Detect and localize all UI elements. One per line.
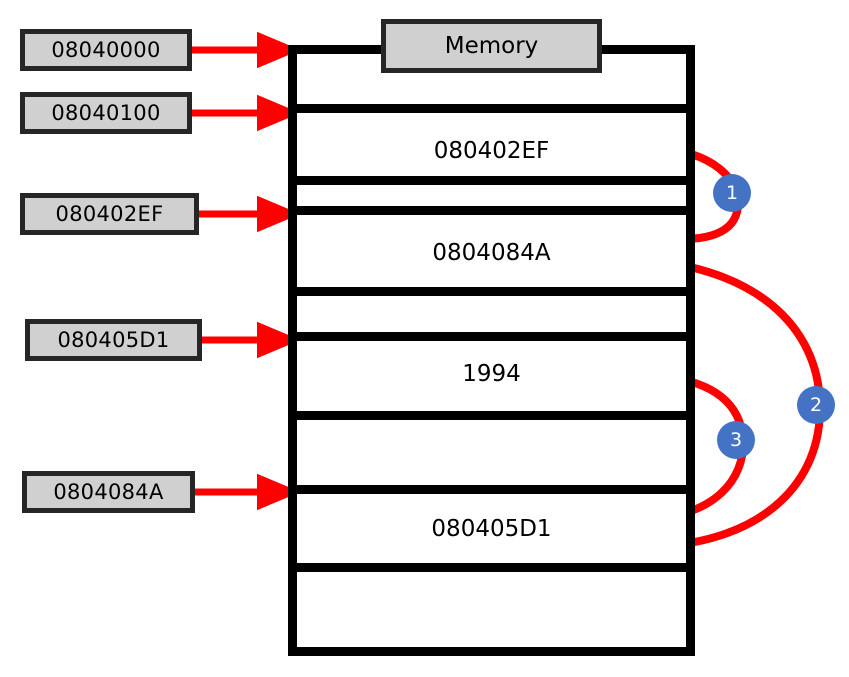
address-label-text: 0804084A bbox=[53, 480, 164, 504]
address-label-0804084A: 0804084A bbox=[22, 471, 195, 513]
memory-divider-2 bbox=[288, 176, 695, 185]
memory-divider-7 bbox=[288, 485, 695, 494]
step-arrow-1 bbox=[635, 144, 743, 261]
memory-cell-value-4: 0804084A bbox=[432, 240, 551, 266]
step-badge-3: 3 bbox=[717, 421, 755, 459]
address-label-text: 08040100 bbox=[51, 101, 161, 125]
step-badge-2: 2 bbox=[797, 386, 835, 424]
address-label-080405D1: 080405D1 bbox=[25, 319, 202, 361]
step-badge-label: 1 bbox=[725, 182, 739, 204]
address-label-08040100: 08040100 bbox=[20, 92, 192, 134]
memory-divider-5 bbox=[288, 332, 695, 341]
address-label-08040000: 08040000 bbox=[20, 29, 192, 71]
memory-divider-3 bbox=[288, 206, 695, 215]
memory-divider-8 bbox=[288, 563, 695, 572]
address-label-text: 080405D1 bbox=[57, 328, 170, 352]
memory-cell-value-8: 080405D1 bbox=[431, 516, 552, 542]
address-label-text: 080402EF bbox=[55, 202, 164, 226]
memory-cell-value-2: 080402EF bbox=[433, 138, 550, 164]
step-badge-1: 1 bbox=[713, 174, 751, 212]
memory-divider-4 bbox=[288, 287, 695, 296]
memory-divider-1 bbox=[288, 104, 695, 113]
address-label-080402EF: 080402EF bbox=[20, 193, 199, 235]
step-badge-label: 2 bbox=[809, 394, 823, 416]
memory-cell-value-6: 1994 bbox=[462, 361, 521, 387]
memory-title-label: Memory bbox=[444, 33, 539, 59]
address-label-text: 08040000 bbox=[51, 38, 161, 62]
memory-title-chip: Memory bbox=[381, 19, 602, 73]
step-badge-label: 3 bbox=[729, 429, 743, 451]
memory-divider-6 bbox=[288, 411, 695, 420]
